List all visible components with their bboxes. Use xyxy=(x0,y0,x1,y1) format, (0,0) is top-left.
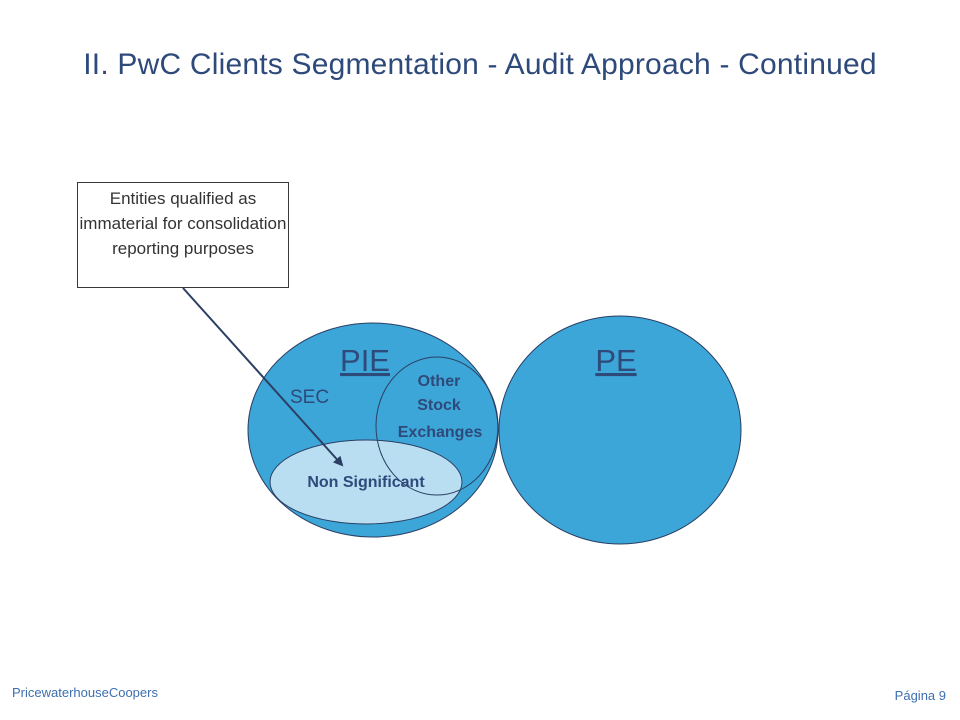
slide-title: II. PwC Clients Segmentation - Audit App… xyxy=(83,48,877,81)
immaterial-entities-callout: Entities qualified as immaterial for con… xyxy=(77,182,289,288)
callout-text: Entities qualified as immaterial for con… xyxy=(79,189,287,258)
other-exchanges-line-3: Exchanges xyxy=(398,424,483,441)
other-exchanges-circle xyxy=(375,356,499,496)
pe-label: PE xyxy=(595,343,636,378)
pe-circle xyxy=(498,315,742,545)
footer-page-number: Página 9 xyxy=(894,688,946,703)
callout-arrow xyxy=(182,287,344,467)
other-exchanges-line-1: Other xyxy=(418,373,461,390)
sec-label: SEC xyxy=(290,387,329,408)
non-significant-label: Non Significant xyxy=(307,474,425,491)
non-significant-ellipse xyxy=(269,439,463,525)
other-exchanges-line-2: Stock xyxy=(417,397,461,414)
footer-company: PricewaterhouseCoopers xyxy=(12,685,158,700)
pie-label: PIE xyxy=(340,343,390,378)
